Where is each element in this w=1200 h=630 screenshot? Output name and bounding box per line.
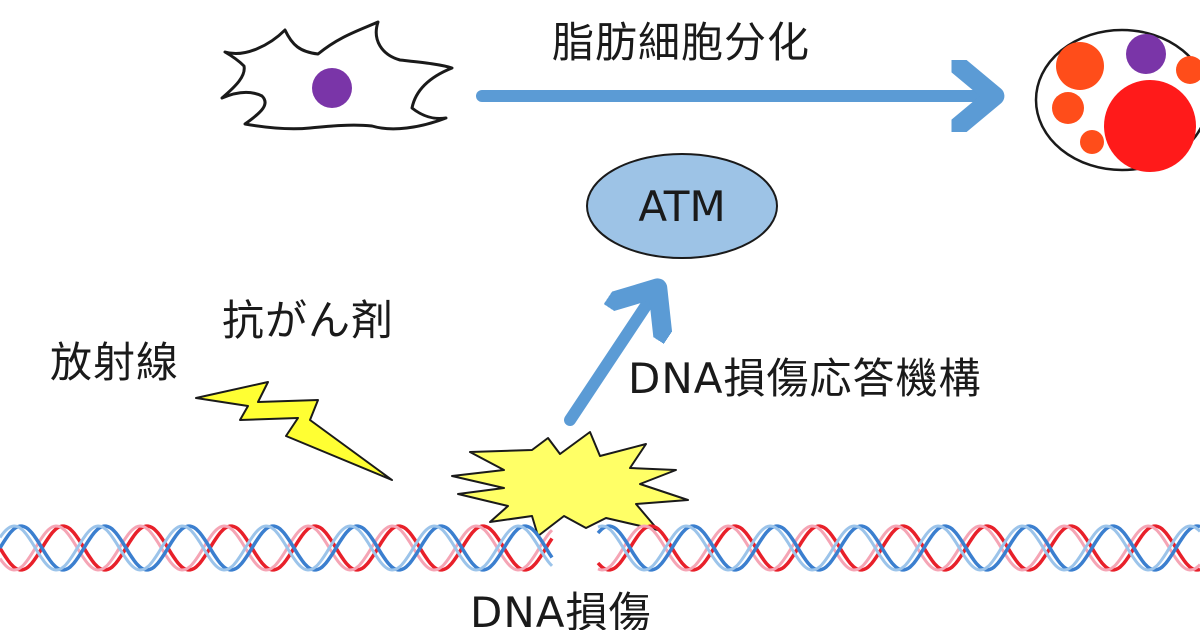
radiation-label: 放射線 <box>50 338 180 387</box>
lipid-droplet <box>1052 92 1084 124</box>
dna-strand-pink <box>597 524 1200 572</box>
dna-strand-red <box>0 524 554 572</box>
lipid-droplet <box>1056 42 1104 90</box>
dna-strand-blue <box>596 524 1200 572</box>
anticancer-drug-label: 抗がん剤 <box>222 296 395 345</box>
dna-damage-label: DNA損傷 <box>470 588 652 630</box>
dna-strand-blue <box>0 524 554 572</box>
atm-label: ATM <box>638 182 726 231</box>
dna-strand-lightblue <box>0 524 554 572</box>
adipocyte-icon <box>1034 28 1200 172</box>
dna-damage-response-label: DNA損傷応答機構 <box>628 354 982 403</box>
explosion-burst-icon <box>451 431 689 537</box>
dna-strand-lightblue <box>597 524 1200 572</box>
adipocyte-differentiation-label: 脂肪細胞分化 <box>552 18 811 67</box>
dna-strand-pink <box>0 524 554 572</box>
lipid-droplet <box>1176 56 1200 84</box>
mesenchymal-cell-icon <box>220 20 454 131</box>
lightning-bolt-icon <box>195 381 393 481</box>
lipid-droplet <box>1080 130 1104 154</box>
dna-damage-response-arrow <box>564 292 655 426</box>
lipid-droplet-large <box>1104 80 1196 172</box>
adipocyte-nucleus <box>1126 34 1166 74</box>
stem-cell-nucleus <box>312 68 352 108</box>
dna-strand-red <box>596 524 1200 572</box>
atm-node <box>586 153 778 259</box>
dna-double-helix-icon <box>0 524 1200 572</box>
